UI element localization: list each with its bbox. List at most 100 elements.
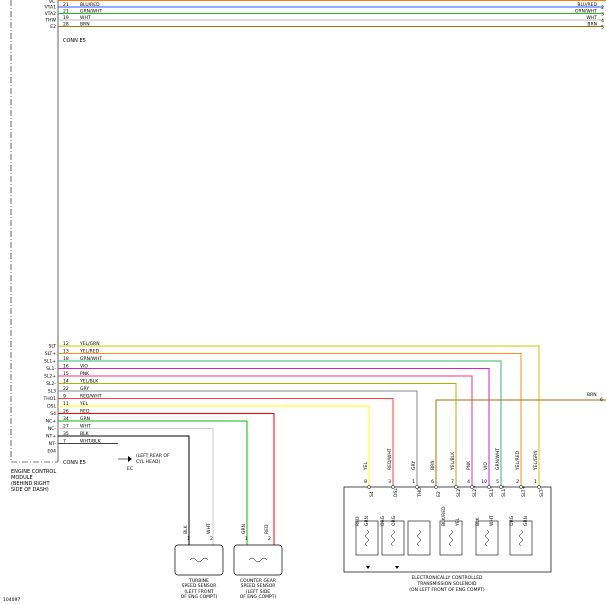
solenoid-pin-terminal-7 — [499, 485, 503, 489]
solenoid-pin-number-5: 4 — [467, 479, 470, 485]
bottom-pin-name-4: SL2+ — [44, 374, 56, 380]
solenoid-coil-winding-2 — [417, 529, 421, 547]
top-right-color-3: WHT — [586, 15, 597, 21]
top-right-color-2: GRN/WHT — [575, 9, 597, 15]
counter-gear-sensor — [233, 544, 283, 576]
turbine-name-line-3: (LEFT FRONT — [184, 589, 213, 595]
bottom-wire-2 — [58, 360, 502, 487]
ground-label-line-1: (LEFT REAR OF — [136, 453, 170, 459]
top-pin-name-4: E2 — [50, 24, 56, 30]
counter-wire-2-color: RED — [264, 524, 270, 534]
solenoid-internal-label-8: ORG — [509, 515, 515, 526]
solenoid-pin-number-1: 3 — [388, 479, 391, 485]
bottom-pin-number-11: 27 — [63, 424, 69, 430]
solenoid-internal-label-6: BLK — [475, 516, 481, 526]
top-right-color-1: BLU/RED — [577, 2, 597, 8]
module-name-line-1: ENGINE CONTROL — [11, 469, 56, 475]
solenoid-coil-3 — [439, 520, 463, 556]
counter-pin-1: 1 — [245, 536, 248, 542]
bottom-wire-8 — [58, 405, 370, 487]
bottom-wire-12 — [58, 435, 190, 545]
solenoid-pin-group: 8YELS43RED/WHTDSL1GRYTHO6BRNE27YEL/BLKSL… — [355, 448, 545, 569]
bottom-wire-color-11: WHT — [80, 424, 91, 430]
solenoid-pin-terminal-4 — [454, 485, 458, 489]
solenoid-housing — [343, 486, 552, 573]
bottom-pin-name-13: NT- — [49, 441, 57, 447]
counter-name-line-1: COUNTER GEAR — [240, 578, 276, 584]
top-connector-label: CONN E5 — [63, 38, 86, 44]
bottom-wire-color-5: YEL/BLK — [79, 379, 99, 385]
top-pin-name-1: VTA1 — [45, 5, 57, 11]
bottom-pin-name-14: E04 — [47, 449, 56, 455]
bottom-pin-number-2: 18 — [63, 356, 69, 362]
bottom-wire-color-3: VIO — [80, 364, 88, 370]
solenoid-ground-0 — [366, 566, 370, 569]
bottom-pin-name-10: NC+ — [46, 419, 57, 425]
bottom-pin-name-1: SLT+ — [45, 351, 56, 357]
solenoid-internal-label-2: ORG — [380, 515, 386, 526]
solenoid-pin-color-1: RED/WHT — [387, 448, 393, 470]
bottom-pin-number-10: 34 — [63, 416, 69, 422]
turbine-wire-2-color: WHT — [206, 523, 212, 534]
bottom-pin-number-5: 14 — [63, 379, 69, 385]
solenoid-pin-terminal-6 — [487, 485, 491, 489]
bottom-wire-color-4: PNK — [80, 371, 90, 377]
solenoid-pin-name-5: SL2+ — [472, 485, 478, 497]
bottom-wire-color-7: RED/WHT — [80, 394, 102, 400]
bottom-pin-name-7: THO1 — [42, 396, 56, 402]
ground-label-line-2: CYL HEAD) — [136, 459, 161, 465]
solenoid-pin-terminal-0 — [367, 485, 371, 489]
turbine-name-line-1: TURBINE — [188, 578, 209, 584]
bottom-wire-7 — [58, 398, 394, 487]
bottom-wire-10 — [58, 420, 248, 545]
bottom-pin-number-3: 16 — [63, 364, 69, 370]
top-pin-number-3: 19 — [63, 15, 69, 21]
solenoid-pin-number-0: 8 — [364, 479, 367, 485]
module-name-line-2: MODULE — [11, 475, 33, 481]
bottom-wire-9 — [58, 413, 275, 545]
bottom-wire-color-6: GRY — [80, 386, 89, 392]
solenoid-pin-number-2: 1 — [412, 479, 415, 485]
turbine-wire-1-color: BLK — [183, 524, 189, 534]
bottom-pin-name-0: SLT — [49, 344, 57, 350]
bottom-wire-color-12: BLK — [80, 431, 90, 437]
top-right-pin-2: 3 — [601, 12, 604, 18]
bottom-wire-color-2: GRN/WHT — [80, 356, 102, 362]
counter-name-line-4: OF ENG COMPT) — [240, 594, 277, 600]
bottom-pin-number-12: 35 — [63, 431, 69, 437]
solenoid-pin-name-2: THO — [417, 487, 423, 498]
bottom-pin-number-13: 7 — [63, 439, 66, 445]
figure-code: 104097 — [3, 597, 20, 603]
brn-wire-to-right — [435, 399, 606, 487]
counter-pin-2: 2 — [268, 536, 271, 542]
solenoid-pin-color-0: YEL — [363, 461, 369, 471]
solenoid-pin-name-4: SL2- — [456, 487, 462, 497]
solenoid-coil-winding-5 — [519, 529, 523, 547]
bottom-pin-name-3: SL1- — [46, 366, 56, 372]
bottom-connector-label: CONN E5 — [63, 460, 86, 466]
bottom-wire-color-0: YEL/GRN — [79, 341, 100, 347]
bottom-pin-name-12: NT+ — [46, 434, 56, 440]
bottom-wire-4 — [58, 375, 473, 487]
solenoid-internal-label-9: GRN — [523, 516, 529, 526]
solenoid-pin-terminal-9 — [537, 485, 541, 489]
solenoid-coil-winding-3 — [449, 529, 453, 547]
top-pin-name-0: VC — [49, 0, 55, 5]
brn-right-label: BRN — [587, 392, 597, 398]
bottom-wire-6 — [58, 390, 418, 487]
counter-name-line-2: SPEED SENSOR — [241, 583, 276, 589]
top-right-color-4: BRN — [587, 22, 597, 28]
bottom-wire-1 — [58, 353, 522, 487]
top-pin-number-1: 21 — [63, 2, 69, 8]
turbine-sensor — [174, 544, 224, 576]
solenoid-pin-color-7: GRN/WHT — [495, 448, 501, 470]
bottom-pin-number-7: 9 — [63, 394, 66, 400]
top-wire-color-4: BRN — [80, 22, 90, 28]
top-right-pin-4: 5 — [601, 25, 604, 31]
solenoid-pin-color-9: YEL/GRN — [533, 450, 539, 471]
bottom-wire-color-8: YEL — [79, 401, 89, 407]
bottom-wire-color-13: WHT/BLK — [80, 439, 102, 445]
